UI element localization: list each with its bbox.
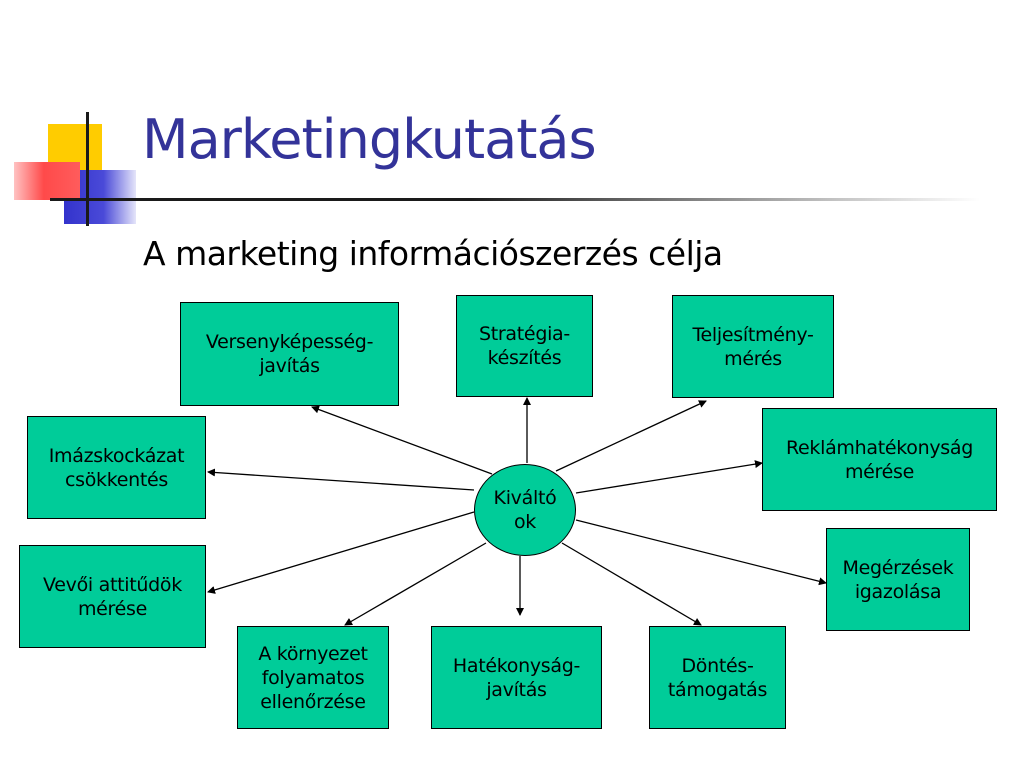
arrow-to-vevoi bbox=[207, 511, 475, 594]
arrow-to-reklamhatekonysag bbox=[575, 460, 763, 494]
node-imazskockazat: Imázskockázat csökkentés bbox=[27, 416, 206, 519]
node-megerzesek: Megérzések igazolása bbox=[826, 528, 970, 631]
node-teljesitmeny: Teljesítmény- mérés bbox=[672, 295, 834, 398]
node-strategia: Stratégia- készítés bbox=[456, 295, 593, 397]
arrow-to-dontes bbox=[561, 542, 702, 626]
node-dontes: Döntés- támogatás bbox=[649, 626, 786, 729]
node-vevoi: Vevői attitűdök mérése bbox=[19, 545, 206, 648]
slide-title: Marketingkutatás bbox=[142, 108, 597, 171]
arrow-to-teljesitmeny bbox=[555, 400, 707, 472]
node-kornyezet: A környezet folyamatos ellenőrzése bbox=[237, 626, 389, 729]
arrow-to-imazskockazat bbox=[207, 468, 475, 491]
arrow-to-versenykepesseg bbox=[311, 405, 493, 475]
title-divider bbox=[50, 198, 980, 201]
arrow-to-kornyezet bbox=[344, 542, 487, 626]
arrow-to-megerzesek bbox=[575, 519, 827, 586]
node-reklamhatekonysag: Reklámhatékonyság mérése bbox=[762, 408, 997, 511]
slide-subtitle: A marketing információszerzés célja bbox=[143, 234, 723, 273]
node-hatekonysag: Hatékonyság- javítás bbox=[431, 626, 602, 729]
node-versenykepesseg: Versenyképesség- javítás bbox=[180, 302, 399, 406]
logo-square-red bbox=[14, 162, 80, 200]
logo-vertical-line bbox=[86, 112, 89, 226]
center-node-kivalto-ok: Kiváltó ok bbox=[474, 464, 576, 556]
